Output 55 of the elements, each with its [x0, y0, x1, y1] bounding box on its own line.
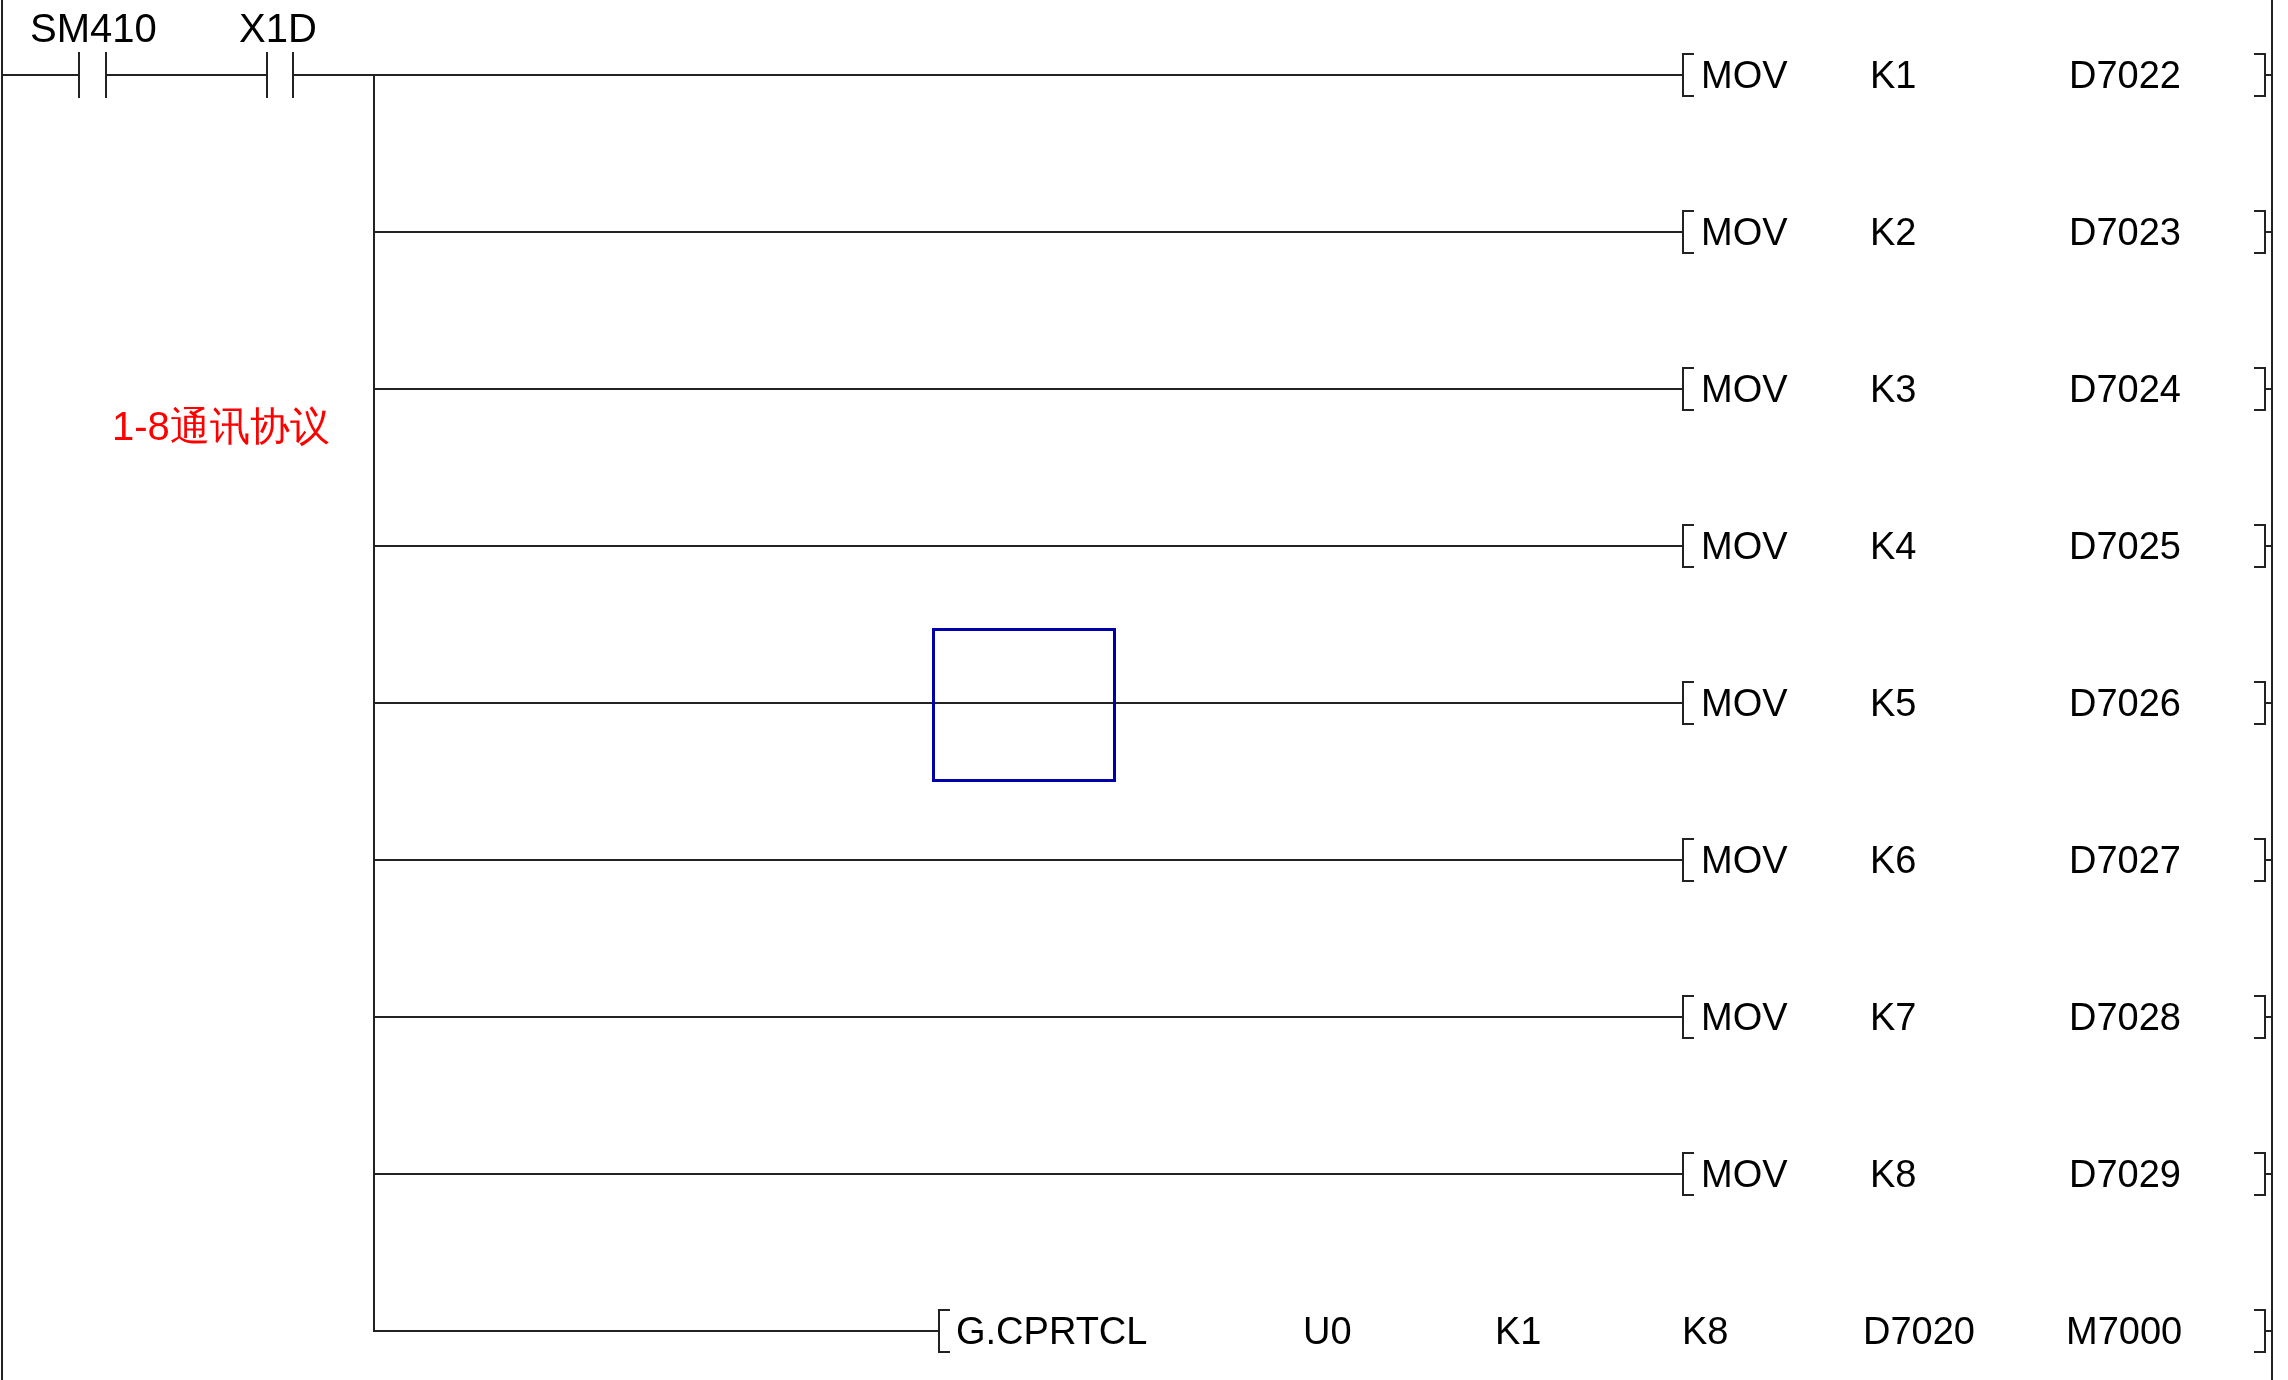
instruction-label: MOV: [1701, 681, 1788, 725]
highlight-box: [932, 628, 1116, 782]
instruction-block: [1682, 1152, 2266, 1196]
instruction-label: MOV: [1701, 367, 1788, 411]
contact-label: X1D: [238, 6, 318, 50]
wire: [2, 74, 31, 76]
instruction-label: MOV: [1701, 1152, 1788, 1196]
operand-label: K5: [1870, 681, 1917, 725]
wire: [2265, 859, 2272, 861]
operand-label: D7023: [2069, 210, 2181, 254]
operand-label: D7029: [2069, 1152, 2181, 1196]
operand-label: D7020: [1863, 1309, 1975, 1353]
operand-label: K6: [1870, 838, 1917, 882]
operand-label: K1: [1495, 1309, 1542, 1353]
instruction-label: MOV: [1701, 53, 1788, 97]
instruction-label: MOV: [1701, 524, 1788, 568]
wire: [2265, 1016, 2272, 1018]
instruction-block: [1682, 995, 2266, 1039]
instruction-block: [1682, 53, 2266, 97]
wire: [2265, 1173, 2272, 1175]
instruction-block: [1682, 210, 2266, 254]
wire: [2265, 74, 2272, 76]
instruction-label: MOV: [1701, 838, 1788, 882]
wire: [2265, 545, 2272, 547]
operand-label: D7022: [2069, 53, 2181, 97]
operand-label: K8: [1870, 1152, 1917, 1196]
wire: [317, 74, 939, 1332]
operand-label: K3: [1870, 367, 1917, 411]
wire: [2265, 1330, 2272, 1332]
instruction-block: [1682, 838, 2266, 882]
wire: [2265, 231, 2272, 233]
instruction-label: MOV: [1701, 210, 1788, 254]
operand-label: D7025: [2069, 524, 2181, 568]
operand-label: K4: [1870, 524, 1917, 568]
operand-label: D7026: [2069, 681, 2181, 725]
comment-text: 1-8通讯协议: [112, 404, 330, 448]
wire: [1115, 702, 1683, 704]
wire: [152, 74, 239, 76]
operand-label: D7027: [2069, 838, 2181, 882]
operand-label: D7024: [2069, 367, 2181, 411]
operand-label: M7000: [2066, 1309, 2183, 1353]
operand-label: K2: [1870, 210, 1917, 254]
operand-label: K7: [1870, 995, 1917, 1039]
instruction-block: [1682, 524, 2266, 568]
operand-label: K1: [1870, 53, 1917, 97]
wire: [2265, 388, 2272, 390]
operand-label: D7028: [2069, 995, 2181, 1039]
operand-label: U0: [1303, 1309, 1352, 1353]
wire: [2265, 702, 2272, 704]
instruction-block: [1682, 681, 2266, 725]
instruction-block: [1682, 367, 2266, 411]
instruction-label: MOV: [1701, 995, 1788, 1039]
operand-label: K8: [1682, 1309, 1729, 1353]
instruction-label: G.CPRTCL: [956, 1309, 1148, 1353]
instruction-block: [938, 1309, 2266, 1353]
